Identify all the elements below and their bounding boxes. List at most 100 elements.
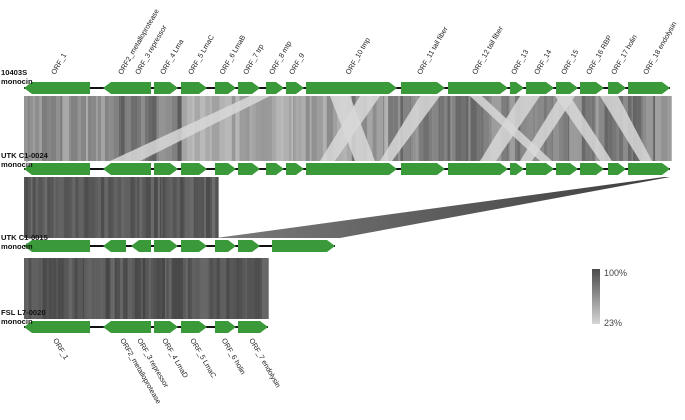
gene-label: ORF_4 Lma — [158, 38, 185, 76]
identity-stripe — [245, 96, 250, 161]
gene-label: ORF_7 trp — [241, 42, 266, 76]
identity-stripe — [69, 177, 73, 238]
identity-stripe — [141, 177, 143, 238]
identity-stripe — [293, 96, 295, 161]
identity-stripe — [497, 96, 502, 161]
identity-stripe — [291, 96, 294, 161]
identity-stripe — [275, 96, 277, 161]
gene-arrow — [131, 163, 151, 175]
identity-stripe — [209, 258, 211, 319]
identity-stripe — [98, 177, 102, 238]
genome-track-UTK-C1-0024 — [24, 163, 670, 175]
gene-arrow — [580, 163, 604, 175]
identity-stripe — [168, 177, 170, 238]
identity-link — [320, 96, 380, 161]
identity-stripe — [301, 96, 306, 161]
identity-stripe — [47, 177, 49, 238]
identity-stripe — [608, 96, 613, 161]
identity-stripe — [297, 96, 302, 161]
identity-stripe — [164, 258, 167, 319]
identity-band-UTK-C1-0015-FSL-L7-0020 — [24, 258, 269, 319]
gene-arrow — [448, 163, 508, 175]
identity-stripe — [90, 177, 92, 238]
identity-stripe — [171, 258, 174, 319]
gene-arrow — [556, 82, 578, 94]
identity-stripe — [167, 177, 169, 238]
identity-stripe — [195, 177, 199, 238]
identity-stripe — [667, 96, 672, 161]
identity-stripe — [61, 177, 64, 238]
identity-stripe — [322, 96, 327, 161]
identity-stripe — [195, 258, 199, 319]
identity-stripe — [280, 96, 284, 161]
identity-stripe — [242, 258, 246, 319]
gene-arrow — [154, 321, 178, 333]
gene-arrow — [401, 163, 445, 175]
identity-stripe — [132, 258, 135, 319]
genome-name-FSL-L7-0020: FSL L7-0020 — [1, 308, 46, 317]
identity-stripe — [483, 96, 490, 161]
genome-name-UTK-C1-0024-type: monocin — [1, 160, 33, 169]
identity-stripe — [123, 177, 125, 238]
identity-stripe — [376, 96, 384, 161]
identity-stripe — [213, 258, 217, 319]
identity-link-inverted — [216, 177, 670, 238]
identity-stripe — [134, 258, 138, 319]
identity-stripe — [489, 96, 492, 161]
identity-stripe — [95, 177, 98, 238]
identity-stripe — [148, 258, 151, 319]
identity-stripe — [254, 258, 258, 319]
identity-stripe — [245, 258, 248, 319]
gene-arrow — [215, 321, 236, 333]
identity-stripe — [612, 96, 617, 161]
identity-stripe — [210, 258, 214, 319]
gene-label: ORF_9 — [287, 51, 306, 76]
identity-stripe — [535, 96, 538, 161]
identity-stripe — [139, 177, 142, 238]
identity-stripe — [233, 258, 237, 319]
gene-arrow — [286, 82, 304, 94]
identity-stripe — [249, 96, 253, 161]
identity-stripe — [655, 96, 662, 161]
identity-stripe — [595, 96, 599, 161]
identity-stripe — [372, 96, 377, 161]
gene-arrow — [181, 82, 207, 94]
identity-stripe — [38, 258, 42, 319]
identity-link — [520, 96, 575, 161]
identity-stripe — [148, 96, 152, 161]
identity-stripe — [154, 177, 157, 238]
identity-stripe — [52, 177, 54, 238]
identity-stripe — [74, 177, 77, 238]
identity-stripe — [38, 177, 40, 238]
identity-stripe — [177, 96, 182, 161]
identity-stripe — [91, 258, 94, 319]
identity-stripe — [69, 96, 71, 161]
identity-stripe — [33, 96, 35, 161]
identity-stripe — [156, 96, 160, 161]
identity-link — [600, 96, 652, 161]
identity-stripe — [231, 96, 234, 161]
identity-legend: 100% 23% — [592, 268, 627, 328]
identity-stripe — [229, 258, 234, 319]
gene-arrow — [131, 82, 151, 94]
identity-stripe — [432, 96, 439, 161]
identity-stripe — [50, 96, 56, 161]
identity-stripe — [53, 177, 56, 238]
identity-color-scale — [592, 269, 600, 324]
identity-stripe — [108, 177, 113, 238]
identity-stripe — [223, 258, 227, 319]
identity-stripe — [66, 177, 70, 238]
identity-stripe — [173, 258, 178, 319]
gene-label: ORF_14 — [532, 48, 553, 76]
identity-stripe — [268, 96, 272, 161]
gene-arrow — [181, 321, 207, 333]
identity-stripe — [56, 258, 59, 319]
identity-stripe — [239, 96, 246, 161]
identity-stripe — [70, 96, 78, 161]
identity-stripe — [136, 177, 140, 238]
identity-stripe — [253, 96, 257, 161]
identity-stripe — [553, 96, 559, 161]
identity-stripe — [259, 258, 262, 319]
identity-stripe — [367, 96, 373, 161]
identity-stripe — [24, 177, 26, 238]
